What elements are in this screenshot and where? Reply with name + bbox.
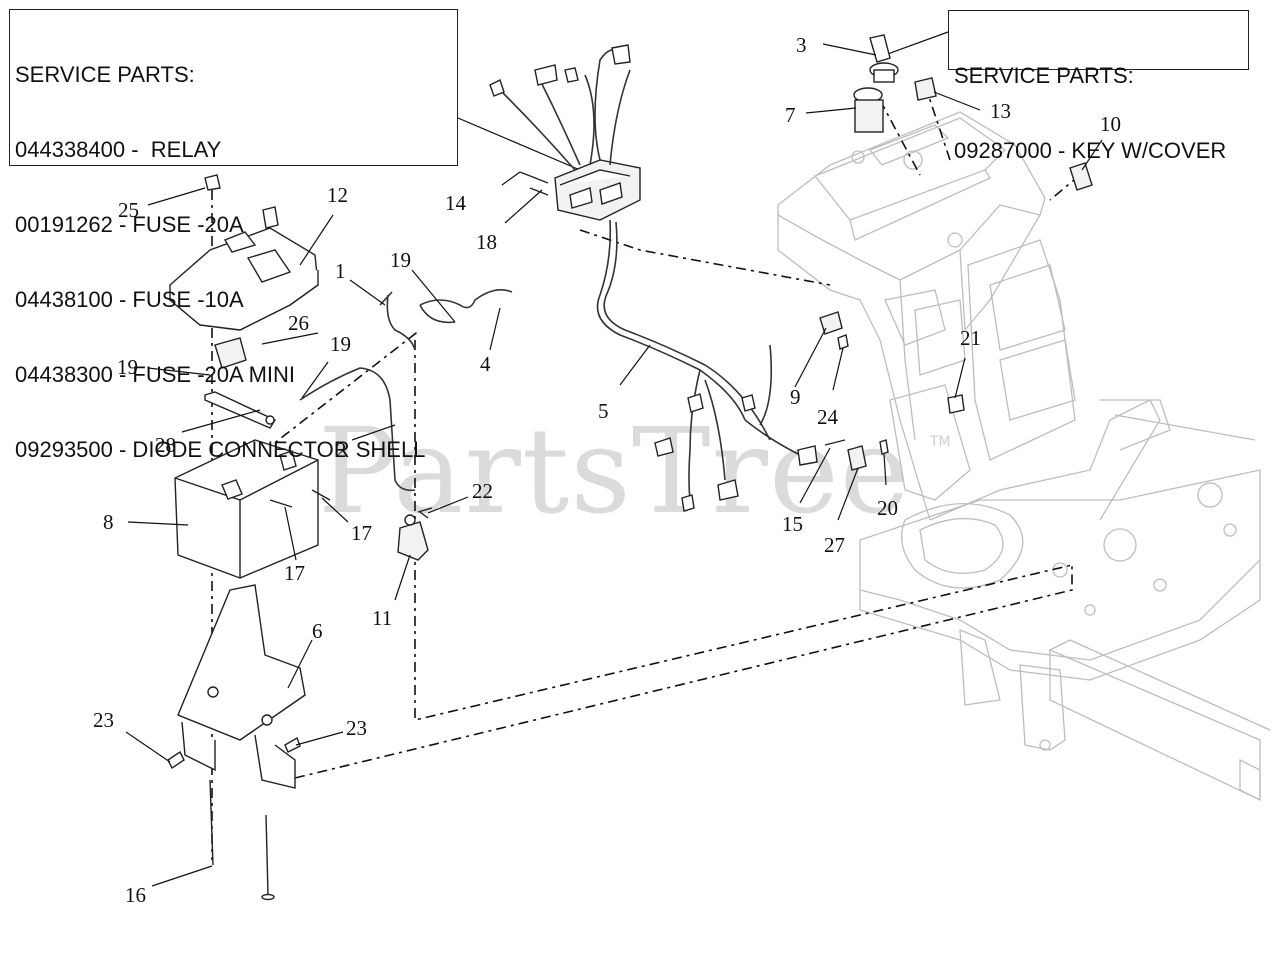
callout-8: 8 — [103, 510, 114, 534]
callout-11: 11 — [372, 606, 392, 630]
callout-19c: 19 — [117, 355, 138, 379]
callout-numbers: 1 2 3 4 5 6 7 8 9 10 11 12 13 14 15 16 1… — [93, 33, 1121, 907]
callout-7: 7 — [785, 103, 796, 127]
callout-9: 9 — [790, 385, 801, 409]
callout-leaders — [125, 43, 1103, 887]
starter-solenoid — [397, 511, 429, 561]
service-parts-heading: SERVICE PARTS: — [15, 62, 195, 87]
service-parts-right-box: SERVICE PARTS: 09287000 - KEY W/COVER — [948, 10, 1249, 163]
pto-switch — [1069, 162, 1093, 191]
service-part-key: 09287000 - KEY W/COVER — [954, 138, 1227, 163]
callout-1: 1 — [335, 259, 346, 283]
callout-15: 15 — [782, 512, 803, 536]
watermark-tm: TM — [929, 434, 951, 450]
callout-24: 24 — [817, 405, 839, 429]
callout-23a: 23 — [93, 708, 114, 732]
callout-17b: 17 — [284, 561, 305, 585]
service-parts-heading-right: SERVICE PARTS: — [954, 63, 1134, 88]
wiring-harness — [489, 44, 818, 512]
service-part-relay: 044338400 - RELAY — [15, 137, 222, 162]
callout-2: 2 — [336, 438, 347, 462]
battery-cover — [169, 206, 319, 331]
service-part-fuse-10a: 04438100 - FUSE -10A — [15, 287, 244, 312]
brake-switch — [847, 445, 867, 471]
callout-4: 4 — [480, 352, 491, 376]
callout-6: 6 — [312, 619, 323, 643]
battery-cables — [299, 289, 513, 492]
callout-18: 18 — [476, 230, 497, 254]
callout-27: 27 — [824, 533, 845, 557]
callout-20: 20 — [877, 496, 898, 520]
wire-clip — [947, 394, 965, 414]
cover-clip — [204, 174, 221, 191]
seat-switch — [819, 311, 843, 335]
callout-17a: 17 — [351, 521, 372, 545]
battery-tray — [177, 584, 306, 789]
service-part-diode-connector: 09293500 - DIODE CONNECTOR SHELL — [15, 437, 426, 462]
callout-22: 22 — [472, 479, 493, 503]
callout-19a: 19 — [390, 248, 411, 272]
key-switch — [869, 34, 899, 83]
service-part-fuse-20a: 00191262 - FUSE -20A — [15, 212, 244, 237]
mower-frame — [777, 111, 1271, 802]
callout-21: 21 — [960, 326, 981, 350]
callout-13: 13 — [990, 99, 1011, 123]
callout-3: 3 — [796, 33, 807, 57]
callout-19b: 19 — [330, 332, 351, 356]
relay-block — [214, 337, 247, 369]
callout-16: 16 — [125, 883, 146, 907]
callout-14: 14 — [445, 191, 467, 215]
ignition-switch — [853, 87, 884, 133]
callout-12: 12 — [327, 183, 348, 207]
battery — [174, 439, 319, 579]
callout-5: 5 — [598, 399, 609, 423]
callout-26: 26 — [288, 311, 309, 335]
hold-down-strap — [204, 391, 277, 429]
callout-10: 10 — [1100, 112, 1121, 136]
watermark: PartsTree — [318, 402, 911, 540]
service-part-fuse-20a-mini: 04438300 - FUSE -20A MINI — [15, 362, 296, 387]
callout-23b: 23 — [346, 716, 367, 740]
hour-meter — [914, 77, 937, 101]
callout-28: 28 — [155, 433, 176, 457]
service-parts-left-box: SERVICE PARTS: 044338400 - RELAY 0019126… — [9, 9, 458, 462]
callout-25: 25 — [118, 198, 139, 222]
